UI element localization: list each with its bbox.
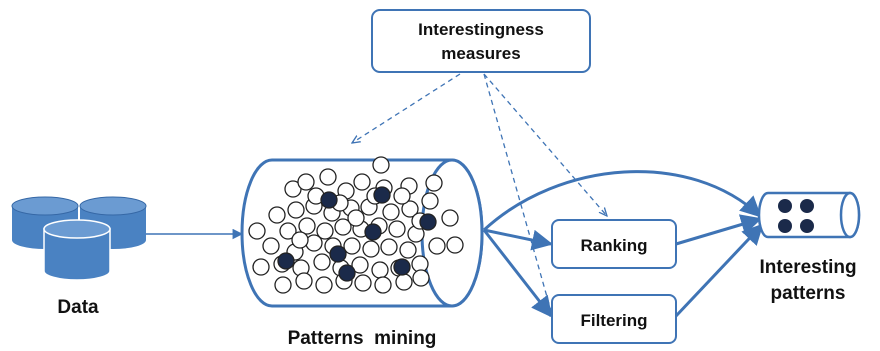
arrow-mining-to-ranking bbox=[483, 228, 554, 251]
pattern-circle bbox=[298, 217, 316, 235]
pattern-circle bbox=[319, 168, 337, 186]
pattern-circle bbox=[362, 240, 380, 258]
interesting-patterns bbox=[778, 199, 814, 233]
pattern-circle bbox=[248, 222, 266, 240]
patterns-mining-label: Patterns mining bbox=[288, 328, 437, 349]
pattern-circle bbox=[401, 200, 419, 218]
measures-label-line1: Interestingness bbox=[418, 20, 544, 39]
pattern-circle bbox=[252, 258, 270, 276]
interesting-pattern-dot bbox=[320, 191, 338, 209]
pattern-circle bbox=[428, 237, 446, 255]
pattern-circle bbox=[380, 238, 398, 256]
pattern-circle bbox=[274, 276, 292, 294]
measure-arrow-mining bbox=[352, 73, 461, 143]
mined-patterns bbox=[248, 156, 464, 294]
pattern-circle bbox=[374, 276, 392, 294]
pattern-circle bbox=[343, 237, 361, 255]
pattern-circle bbox=[313, 253, 331, 271]
measures-label-line2: measures bbox=[441, 44, 520, 63]
pattern-circle bbox=[287, 201, 305, 219]
interesting-pattern-dot bbox=[800, 199, 814, 213]
filtering-label: Filtering bbox=[580, 311, 647, 330]
interesting-pattern-dot bbox=[778, 199, 792, 213]
interesting-pattern-dot bbox=[393, 258, 411, 276]
pattern-circle bbox=[382, 203, 400, 221]
interesting-pattern-dot bbox=[329, 245, 347, 263]
interesting-pattern-dot bbox=[364, 223, 382, 241]
ranking-label: Ranking bbox=[580, 236, 647, 255]
interesting-pattern-dot bbox=[277, 252, 295, 270]
pattern-circle bbox=[279, 222, 297, 240]
pattern-circle bbox=[305, 234, 323, 252]
pattern-circle bbox=[354, 274, 372, 292]
interesting-pattern-dot bbox=[778, 219, 792, 233]
pattern-circle bbox=[421, 192, 439, 210]
pattern-circle bbox=[268, 206, 286, 224]
pattern-circle bbox=[371, 261, 389, 279]
pattern-circle bbox=[388, 220, 406, 238]
pattern-circle bbox=[334, 218, 352, 236]
pattern-circle bbox=[316, 222, 334, 240]
measure-arrow-ranking bbox=[483, 73, 607, 216]
data-label: Data bbox=[57, 297, 99, 318]
interesting-pattern-dot bbox=[800, 219, 814, 233]
arrow-mining-to-filtering bbox=[482, 229, 553, 318]
result-arrows bbox=[674, 214, 764, 318]
result-label-line2: patterns bbox=[771, 283, 846, 304]
arrow-filtering-to-interesting bbox=[674, 223, 764, 318]
arrow-mining-to-interesting bbox=[482, 170, 762, 232]
pattern-circle bbox=[297, 173, 315, 191]
pattern-circle bbox=[347, 209, 365, 227]
pattern-circle bbox=[315, 276, 333, 294]
pattern-circle bbox=[353, 173, 371, 191]
pattern-circle bbox=[412, 269, 430, 287]
pattern-circle bbox=[441, 209, 459, 227]
pattern-circle bbox=[393, 187, 411, 205]
pattern-circle bbox=[351, 256, 369, 274]
result-label-line1: Interesting bbox=[759, 257, 856, 278]
interesting-pattern-dot bbox=[338, 264, 356, 282]
interesting-pattern-dot bbox=[373, 186, 391, 204]
arrow-ranking-to-interesting bbox=[675, 214, 763, 246]
interesting-pattern-dot bbox=[419, 213, 437, 231]
filtering-box: Filtering bbox=[551, 294, 677, 344]
pattern-circle bbox=[399, 241, 417, 259]
database-icon bbox=[11, 196, 147, 281]
mining-output-arrows bbox=[482, 170, 762, 318]
pattern-circle bbox=[295, 272, 313, 290]
measures-box: Interestingness measures bbox=[371, 9, 591, 73]
pattern-circle bbox=[262, 237, 280, 255]
pattern-circle bbox=[372, 156, 390, 174]
ranking-box: Ranking bbox=[551, 219, 677, 269]
pattern-circle bbox=[395, 273, 413, 291]
pattern-circle bbox=[291, 231, 309, 249]
pattern-circle bbox=[446, 236, 464, 254]
measure-arrows bbox=[352, 73, 607, 311]
pattern-circle bbox=[425, 174, 443, 192]
